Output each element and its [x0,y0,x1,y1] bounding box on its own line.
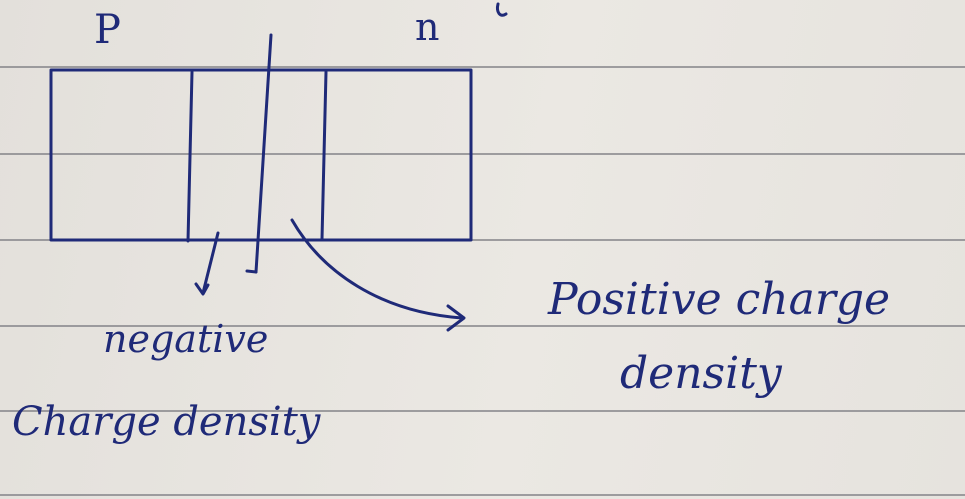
stray-pen-mark [496,2,508,17]
p-region-label: P [94,7,121,53]
negative-label-line1: negative [103,317,269,361]
notebook-rule-3 [0,239,965,241]
notebook-rule-4 [0,325,965,327]
negative-charge-arrow [201,231,220,295]
depletion-left-boundary [186,70,194,243]
positive-charge-arrow [290,218,464,320]
notebook-rule-5 [0,410,965,412]
positive-label-line1: Positive charge [548,274,891,325]
positive-label-line2: density [620,348,782,399]
pn-junction-block [49,68,473,242]
notebook-rule-2 [0,153,965,155]
junction-line-foot [245,269,258,274]
notebook-rule-1 [0,66,965,68]
negative-label-line2: Charge density [12,399,321,445]
positive-arrow-head [446,304,466,332]
negative-arrow-head [194,282,210,296]
n-region-label: n [415,5,440,49]
notebook-rule-6 [0,494,965,496]
junction-line [254,33,273,274]
depletion-right-boundary [320,70,328,241]
